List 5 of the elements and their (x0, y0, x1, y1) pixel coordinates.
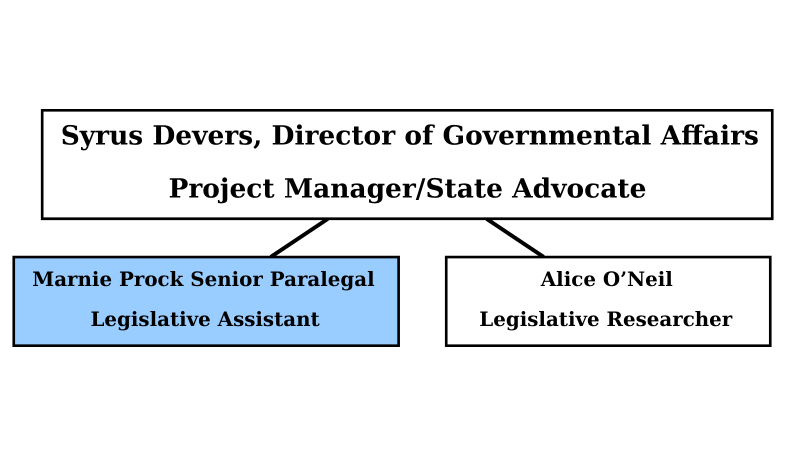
node-box: Marnie Prock Senior Paralegal Legislative Assistant (12, 255, 400, 347)
connector (270, 216, 329, 258)
connector (486, 216, 545, 258)
node-box: Alice O’Neil Legislative Researcher (444, 255, 772, 347)
node-box: Syrus Devers, Director of Governmental Affairs Project Manager/State Advocate (40, 108, 774, 220)
